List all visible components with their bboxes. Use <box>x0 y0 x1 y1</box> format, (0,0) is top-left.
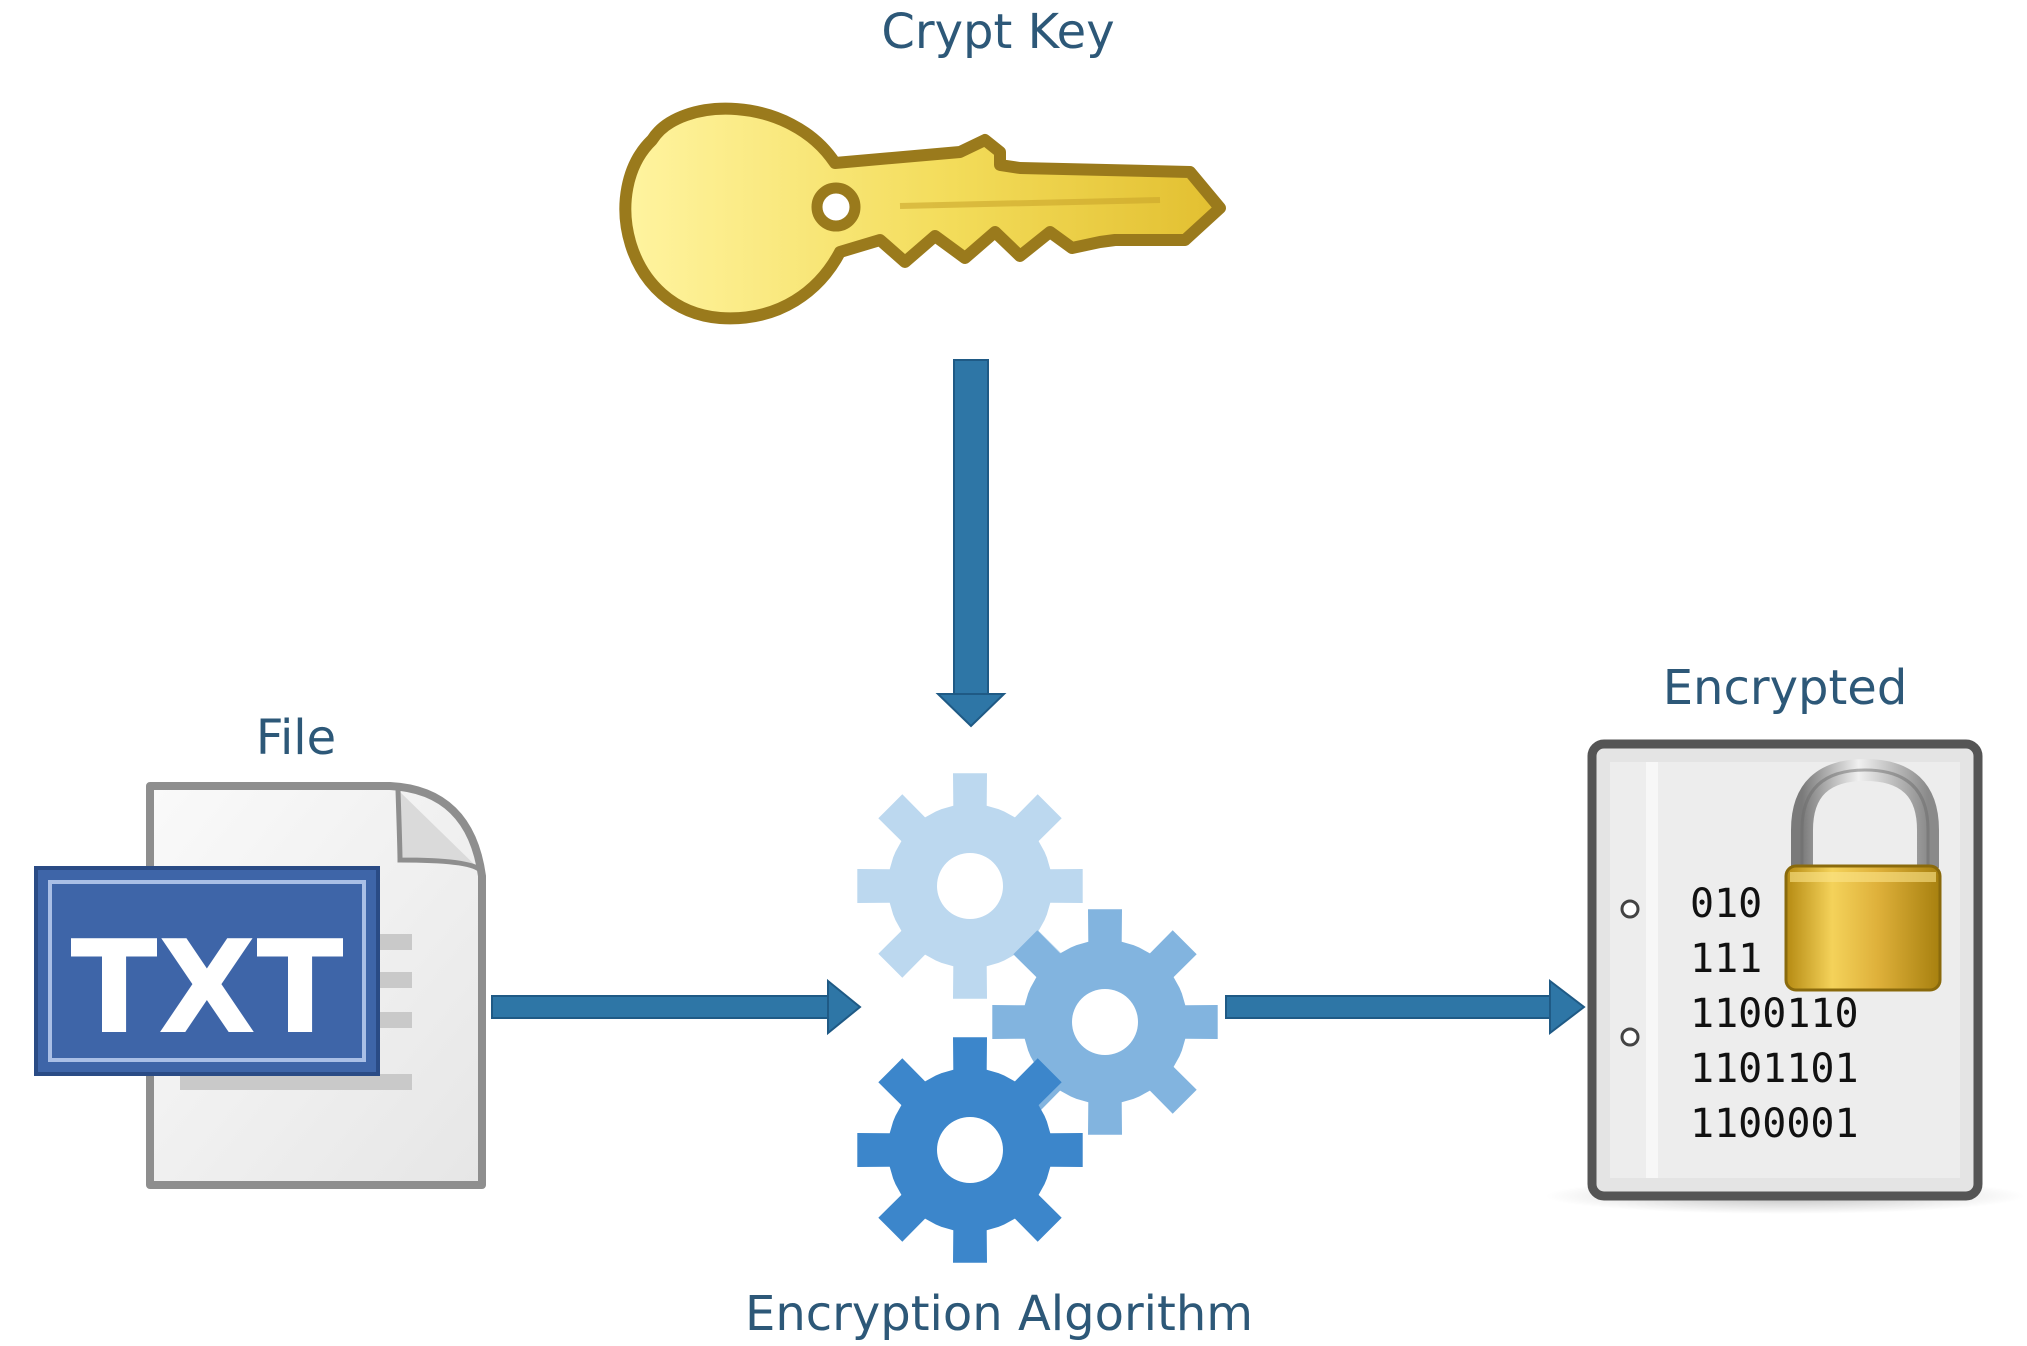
key-icon <box>619 102 1226 325</box>
gears-icon <box>857 773 1218 1263</box>
crypt-key-label: Crypt Key <box>881 4 1115 60</box>
gear-dark-icon <box>857 1037 1083 1263</box>
arrow-algorithm-to-encrypted <box>1225 978 1586 1036</box>
txt-badge-label: TXT <box>70 914 343 1063</box>
padlock-icon <box>1784 758 1942 992</box>
binary-line: 111 <box>1690 936 1762 982</box>
file-label: File <box>255 710 337 766</box>
binary-line: 1101101 <box>1690 1046 1859 1092</box>
encrypted-label: Encrypted <box>1662 660 1908 716</box>
binary-line: 1100001 <box>1690 1101 1859 1147</box>
arrow-file-to-algorithm <box>491 978 862 1036</box>
encryption-algorithm-label: Encryption Algorithm <box>744 1286 1254 1342</box>
arrow-key-to-algorithm <box>935 359 1007 728</box>
txt-file-icon: TXT <box>34 782 486 1189</box>
binary-line: 010 <box>1690 881 1762 927</box>
binary-line: 1100110 <box>1690 991 1859 1037</box>
